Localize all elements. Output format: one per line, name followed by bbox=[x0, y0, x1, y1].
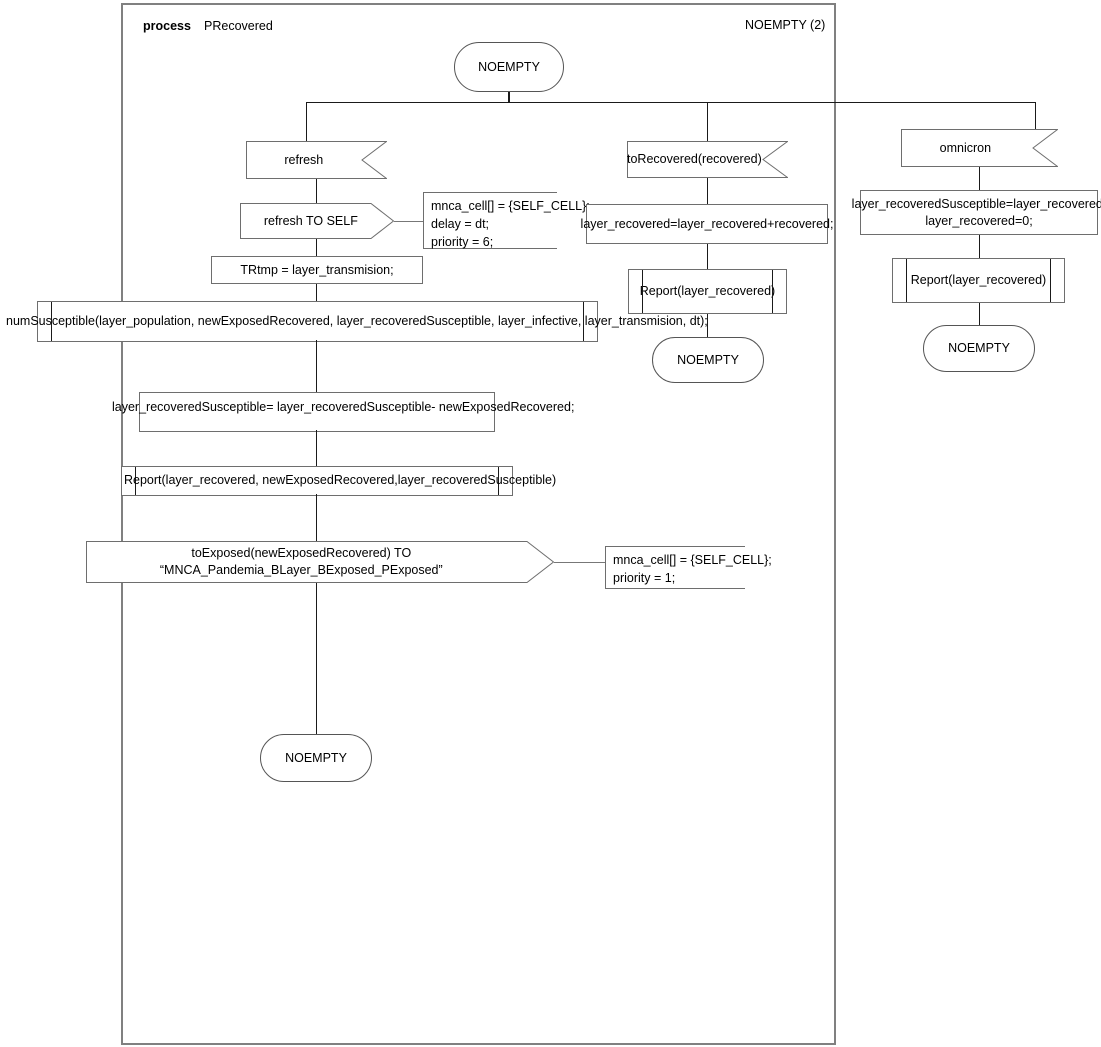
task-update-recoveredsusceptible-label: layer_recoveredSusceptible= layer_recove… bbox=[112, 400, 575, 414]
connector-bus-to-torecovered bbox=[707, 102, 708, 141]
connector-task-update-to-report bbox=[316, 430, 317, 466]
output-shape bbox=[86, 541, 554, 583]
connector-output-to-trtmp bbox=[316, 239, 317, 256]
process-keyword: process bbox=[143, 19, 191, 33]
page-label: NOEMPTY (2) bbox=[745, 18, 826, 32]
task-update-recoveredsusceptible[interactable] bbox=[139, 392, 495, 432]
input-shape bbox=[901, 129, 1058, 167]
connector-omnicron-to-task bbox=[979, 167, 980, 190]
connector-bus-to-refresh bbox=[306, 102, 307, 141]
comment-connector-refresh bbox=[394, 221, 423, 222]
connector-start-to-bus bbox=[508, 92, 510, 103]
end-state-torecovered-noempty[interactable]: NOEMPTY bbox=[652, 337, 764, 383]
connector-report-to-end-omnicron bbox=[979, 303, 980, 325]
input-torecovered[interactable]: toRecovered(recovered) bbox=[627, 141, 788, 178]
task-trtmp[interactable]: TRtmp = layer_transmision; bbox=[211, 256, 423, 284]
input-shape bbox=[246, 141, 387, 179]
input-refresh[interactable]: refresh bbox=[246, 141, 387, 179]
task-torecovered[interactable]: layer_recovered=layer_recovered+recovere… bbox=[581, 204, 833, 244]
comment-connector-toexposed bbox=[554, 562, 605, 563]
branch-bus-line bbox=[306, 102, 1035, 103]
process-frame bbox=[121, 3, 836, 1045]
procedure-call-report-refresh[interactable] bbox=[121, 466, 513, 496]
connector-task-to-report-omnicron bbox=[979, 235, 980, 258]
procedure-call-report-torecovered[interactable]: Report(layer_recovered) bbox=[628, 269, 787, 314]
connector-trtmp-to-proc bbox=[316, 284, 317, 301]
input-refresh-label: refresh bbox=[284, 152, 324, 167]
connector-report-to-end-torecovered bbox=[707, 314, 708, 337]
end-state-refresh-noempty[interactable]: NOEMPTY bbox=[260, 734, 372, 782]
input-shape bbox=[627, 141, 788, 178]
connector-torecovered-to-task bbox=[707, 178, 708, 204]
connector-bus-to-omnicron bbox=[1035, 102, 1036, 129]
input-omnicron-label: omnicron bbox=[939, 140, 992, 155]
connector-toexposed-to-end bbox=[316, 583, 317, 734]
output-toexposed[interactable]: toExposed(newExposedRecovered) TO “MNCA_… bbox=[86, 541, 554, 583]
procedure-call-report-omnicron[interactable]: Report(layer_recovered) bbox=[892, 258, 1065, 303]
page-title: PRecovered bbox=[204, 19, 273, 33]
connector-report-to-toexposed bbox=[316, 494, 317, 541]
output-shape bbox=[240, 203, 394, 239]
start-state-noempty[interactable]: NOEMPTY bbox=[454, 42, 564, 92]
output-refresh-to-self-label: refresh TO SELF bbox=[263, 213, 358, 228]
procedure-call-numsusceptible[interactable] bbox=[37, 301, 598, 342]
connector-task-to-report-torecovered bbox=[707, 244, 708, 269]
end-state-omnicron-noempty[interactable]: NOEMPTY bbox=[923, 325, 1035, 372]
output-toexposed-label: toExposed(newExposedRecovered) TO “MNCA_… bbox=[159, 546, 443, 577]
comment-refresh-to-self: mnca_cell[] = {SELF_CELL}; delay = dt; p… bbox=[423, 192, 590, 249]
procedure-call-numsusceptible-label: numSusceptible(layer_population, newExpo… bbox=[6, 314, 708, 328]
output-refresh-to-self[interactable]: refresh TO SELF bbox=[240, 203, 394, 239]
comment-toexposed: mnca_cell[] = {SELF_CELL}; priority = 1; bbox=[605, 546, 772, 589]
input-torecovered-label: toRecovered(recovered) bbox=[627, 152, 762, 167]
connector-refresh-to-output bbox=[316, 179, 317, 203]
input-omnicron[interactable]: omnicron bbox=[901, 129, 1058, 167]
connector-proc-to-task-update bbox=[316, 340, 317, 392]
task-omnicron[interactable]: layer_recoveredSusceptible=layer_recover… bbox=[852, 190, 1101, 235]
procedure-call-report-refresh-label: Report(layer_recovered, newExposedRecove… bbox=[124, 473, 557, 487]
